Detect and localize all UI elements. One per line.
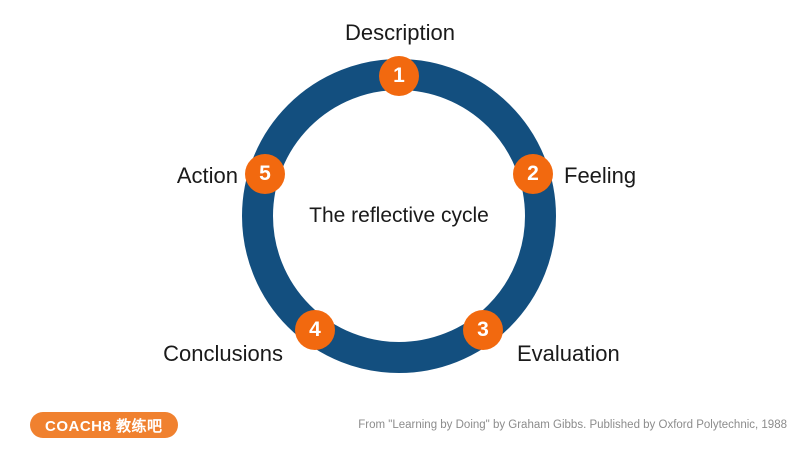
step-label-action: Action xyxy=(176,163,238,188)
step-label-conclusions: Conclusions xyxy=(163,341,283,366)
step-number-1: 1 xyxy=(393,64,405,87)
step-node-1: 1 xyxy=(379,56,419,96)
step-label-feeling: Feeling xyxy=(564,163,637,188)
cycle-center-title: The reflective cycle xyxy=(309,204,489,227)
step-number-2: 2 xyxy=(527,162,539,185)
coach8-logo-text: COACH8 教练吧 xyxy=(45,417,163,435)
step-node-3: 3 xyxy=(463,310,503,350)
attribution-text: From "Learning by Doing" by Graham Gibbs… xyxy=(358,419,787,431)
step-node-4: 4 xyxy=(295,310,335,350)
step-number-5: 5 xyxy=(259,162,271,185)
step-number-4: 4 xyxy=(309,318,321,341)
step-number-3: 3 xyxy=(477,318,489,341)
step-node-5: 5 xyxy=(245,154,285,194)
step-label-evaluation: Evaluation xyxy=(517,341,620,366)
step-label-description: Description xyxy=(344,20,456,45)
step-node-2: 2 xyxy=(513,154,553,194)
coach8-logo: COACH8 教练吧 xyxy=(30,412,178,438)
